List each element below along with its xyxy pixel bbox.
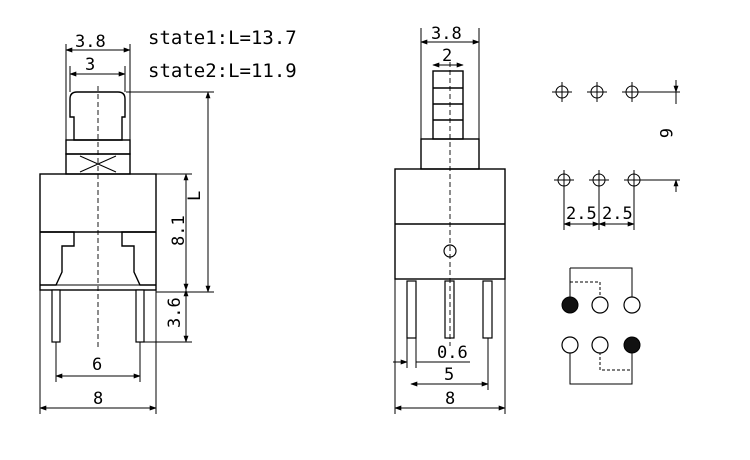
side-plunger xyxy=(432,70,464,140)
schematic-contact xyxy=(591,296,609,314)
footprint-dim-pitch-right: 2.5 xyxy=(602,204,633,224)
front-pin-left xyxy=(51,289,61,343)
front-dim-pin-length: 3.6 xyxy=(165,297,185,328)
front-pin-right xyxy=(135,289,145,343)
schematic-contact xyxy=(561,336,579,354)
side-pin-mid xyxy=(444,280,455,339)
side-pin-left xyxy=(406,280,417,339)
side-dim-width: 8 xyxy=(445,389,455,409)
side-dim-pin-width: 0.6 xyxy=(437,343,468,363)
state1-note: state1:L=13.7 xyxy=(148,27,297,49)
schematic-contact-common xyxy=(561,296,579,314)
front-dim-top-inner: 3 xyxy=(85,55,95,75)
schematic-contact-common xyxy=(623,336,641,354)
footprint-pad xyxy=(552,82,572,102)
front-notch-left xyxy=(40,231,75,286)
footprint-dim-pitch-left: 2.5 xyxy=(566,204,597,224)
front-dim-pin-spacing: 6 xyxy=(92,355,102,375)
front-view: 3.8 3 L 8.1 3.6 6 8 xyxy=(39,32,214,414)
front-dim-body-height: 8.1 xyxy=(169,215,189,246)
schematic-contact xyxy=(623,296,641,314)
front-latch-cross xyxy=(79,155,117,173)
footprint-dim-row-spacing: 6 xyxy=(655,128,675,138)
side-pin-right xyxy=(482,280,493,339)
front-notch-right xyxy=(121,231,156,286)
schematic-contact xyxy=(591,336,609,354)
side-view: 3.8 2 0.6 5 8 xyxy=(393,24,506,414)
footprint-pad xyxy=(622,82,642,102)
side-dim-top-inner: 2 xyxy=(442,46,452,66)
front-plunger-cap xyxy=(69,91,126,141)
schematic-frame xyxy=(570,267,633,298)
switch-schematic xyxy=(561,267,641,385)
front-dim-width: 8 xyxy=(93,389,103,409)
pcb-footprint: 6 2.5 2.5 xyxy=(552,80,680,230)
side-dim-top-outer: 3.8 xyxy=(431,24,462,44)
front-dim-length: L xyxy=(185,191,205,201)
footprint-pad xyxy=(587,82,607,102)
front-dim-top-outer: 3.8 xyxy=(75,32,106,52)
side-dim-pin-span: 5 xyxy=(444,365,454,385)
state2-note: state2:L=11.9 xyxy=(148,60,297,82)
